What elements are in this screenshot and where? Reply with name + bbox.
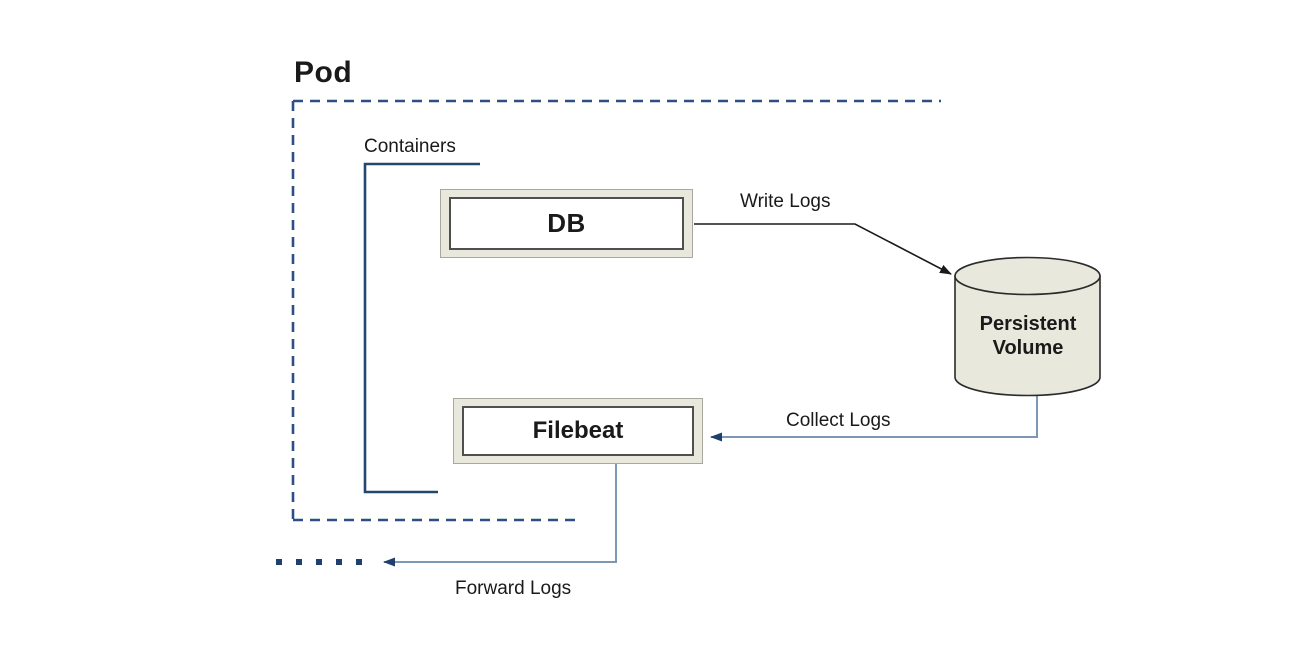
forward-logs-label: Forward Logs <box>455 578 572 599</box>
collect-logs-arrow <box>710 396 1038 442</box>
write-logs-arrow <box>694 223 952 275</box>
cylinder-body <box>954 275 1101 397</box>
write-logs-label: Write Logs <box>740 191 831 212</box>
pod-boundary-dashed-border <box>291 99 941 522</box>
pod-label: Pod <box>294 56 353 89</box>
persistent-volume-label: Persistent Volume <box>979 313 1077 359</box>
filebeat-node: Filebeat <box>453 398 703 464</box>
db-label: DB <box>449 197 684 250</box>
collect-logs-label: Collect Logs <box>786 410 891 431</box>
cylinder-top <box>954 256 1101 296</box>
containers-bracket <box>363 162 480 494</box>
forward-logs-arrow <box>383 464 617 567</box>
db-node: DB <box>440 189 693 258</box>
persistent-volume-cylinder <box>954 256 1101 397</box>
containers-label: Containers <box>364 136 456 157</box>
filebeat-label: Filebeat <box>462 406 694 456</box>
